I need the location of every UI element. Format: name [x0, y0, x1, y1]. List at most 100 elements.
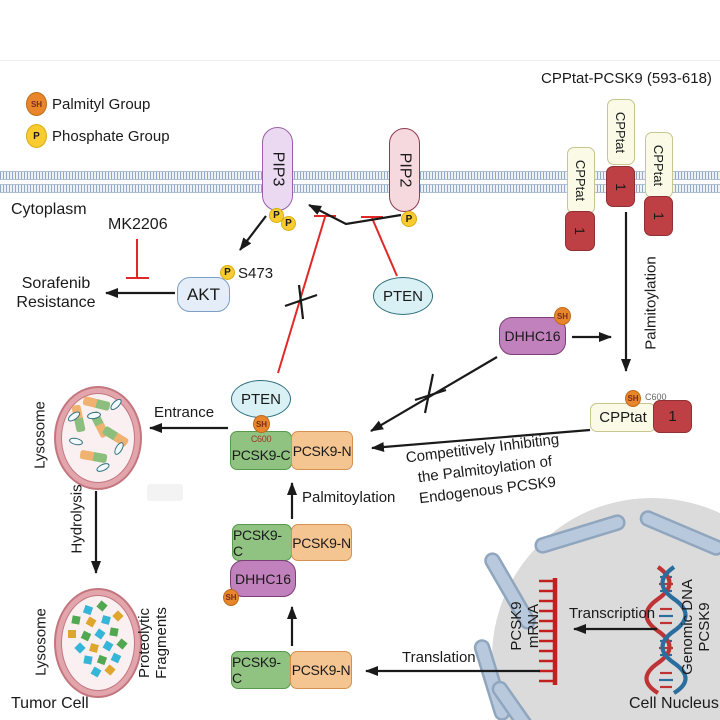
mrna-line2: mRNA	[525, 603, 542, 649]
pcsk9-c-label: PCSK9-C	[231, 446, 291, 463]
dhhc16-palmityl-icon: SH	[223, 589, 239, 606]
pcsk9-n-domain: PCSK9-N	[291, 431, 353, 470]
dhhc16-palmityl-icon: SH	[554, 307, 571, 325]
pten-protein-free: PTEN	[373, 277, 433, 315]
highlight-box	[147, 484, 183, 501]
plasma-membrane	[0, 171, 720, 193]
genomic-dna-label: Genomic DNA PCSK9	[679, 579, 713, 675]
c600-site-label: C600	[250, 434, 272, 444]
sorafenib-line2: Resistance	[16, 294, 96, 311]
tumor-cell-label: Tumor Cell	[11, 695, 89, 712]
cpptat-unit-label: 1	[612, 182, 629, 191]
figure-title: CPPtat-PCSK9 (593-618)	[541, 70, 712, 87]
pcsk9-palmityl-icon: SH	[253, 415, 270, 433]
sorafenib-line1: Sorafenib	[21, 275, 91, 292]
cpptat-unit-label: 1	[668, 408, 677, 425]
membrane-inner-leaflet	[0, 184, 720, 193]
mk2206-inhibit-line	[126, 239, 149, 279]
proteolytic-line2: Fragments	[153, 607, 170, 679]
pip2-label: PIP2	[396, 152, 414, 188]
nuclear-envelope-segment	[534, 514, 626, 554]
lysosome-upper-label: Lysosome	[31, 401, 49, 469]
pten-inhibit-pip3-line	[277, 215, 336, 374]
nuclear-envelope-segment	[639, 510, 720, 556]
membrane-outer-leaflet	[0, 171, 720, 180]
pten-label: PTEN	[240, 390, 281, 408]
cpptat-construct-body-horizontal: CPPtat	[590, 403, 656, 432]
fragment	[68, 630, 76, 638]
pcsk9-mrna-label: PCSK9 mRNA	[508, 601, 542, 650]
pten-label: PTEN	[382, 287, 423, 305]
pip2-protein: PIP2	[389, 128, 420, 212]
mrna-line1: PCSK9	[508, 601, 525, 651]
sorafenib-resistance-label: Sorafenib Resistance	[6, 274, 106, 312]
cpptat-unit-label: 1	[650, 212, 667, 220]
cpptat-c600-label: C600	[645, 392, 667, 402]
blocked-x-mark-dhhc16	[414, 373, 447, 414]
pcsk9-c-domain: PCSK9-C	[231, 651, 291, 689]
palmitoylation-membrane-label: Palmitoylation	[642, 256, 660, 350]
phosphate-group-icon: P	[26, 124, 47, 148]
cpptat-unit-label: 1	[571, 227, 588, 235]
lysosome-upper	[54, 386, 142, 490]
s473-label: S473	[238, 265, 274, 282]
cpptat-palmityl-icon: SH	[625, 390, 641, 407]
nuclear-envelope-segment	[491, 680, 541, 720]
pcsk9-n-domain: PCSK9-N	[291, 524, 352, 561]
cpptat-construct-cargo: 1	[606, 166, 635, 207]
lysosome-lower	[54, 588, 142, 698]
dhhc16-label: DHHC16	[504, 328, 561, 344]
genomic-dna-line1: Genomic DNA	[679, 579, 696, 675]
cpptat-construct-body: CPPtat	[607, 99, 635, 165]
akt-phosphate-icon: P	[220, 265, 235, 280]
cpptat-label: CPPtat	[651, 144, 667, 186]
cpptat-label: CPPtat	[599, 409, 647, 426]
genomic-dna-line2: PCSK9	[696, 602, 713, 652]
akt-label: AKT	[186, 284, 221, 304]
membrane-gap	[0, 180, 720, 184]
proteolytic-fragments-label: Proteolytic Fragments	[136, 607, 170, 679]
cpptat-construct-cargo: 1	[644, 196, 673, 236]
cell-nucleus-label: Cell Nucleus	[629, 695, 719, 712]
lysosome-lower-label: Lysosome	[32, 608, 50, 676]
fragment	[83, 655, 93, 665]
cpptat-construct-cargo: 1	[565, 211, 595, 251]
transcription-label: Transcription	[569, 605, 656, 622]
pten-protein-bound: PTEN	[231, 380, 291, 418]
pcsk9-n-label: PCSK9-N	[291, 662, 351, 678]
pip3-phosphate-icon: P	[281, 216, 296, 231]
phosphate-group-label: Phosphate Group	[52, 128, 170, 145]
pip2-phosphate-icon: P	[401, 211, 417, 227]
arrow-cpptat-to-pcsk9n	[371, 428, 591, 452]
akt-protein: AKT	[177, 277, 230, 312]
palmityl-group-icon: SH	[26, 92, 47, 116]
arrow-pip3-to-akt	[239, 215, 267, 251]
hydrolysis-label: Hydrolysis	[68, 484, 86, 554]
fragment	[109, 627, 119, 637]
genomic-dna-glyph	[644, 565, 688, 695]
palmityl-group-label: Palmityl Group	[52, 96, 151, 113]
cpptat-construct-body: CPPtat	[567, 147, 595, 214]
pip3-label: PIP3	[269, 151, 287, 187]
proteolytic-line1: Proteolytic	[136, 607, 153, 679]
blocked-x-mark-pten	[284, 284, 318, 320]
translation-label: Translation	[402, 649, 476, 666]
pip3-protein: PIP3	[262, 127, 293, 211]
dhhc16-label: DHHC16	[234, 570, 291, 587]
pcsk9-n-domain: PCSK9-N	[290, 651, 352, 689]
cpptat-label: CPPtat	[573, 159, 589, 202]
entrance-label: Entrance	[154, 404, 215, 421]
top-divider	[0, 60, 720, 61]
pcsk9-mrna-glyph	[539, 578, 558, 685]
cell-nucleus-body	[473, 498, 720, 720]
palmitoylation-cytosol-label: Palmitoylation	[302, 489, 396, 506]
pcsk9-n-label: PCSK9-N	[292, 442, 352, 459]
pten-inhibit-pip2-line	[361, 216, 398, 277]
pcsk9-c-domain: PCSK9-C	[232, 524, 292, 561]
dhhc16-enzyme: DHHC16	[499, 317, 566, 355]
pcsk9-n-label: PCSK9-N	[292, 534, 351, 551]
cytoplasm-label: Cytoplasm	[11, 201, 87, 218]
fragment	[71, 615, 81, 625]
cpptat-construct-cargo-horizontal: 1	[653, 400, 692, 433]
